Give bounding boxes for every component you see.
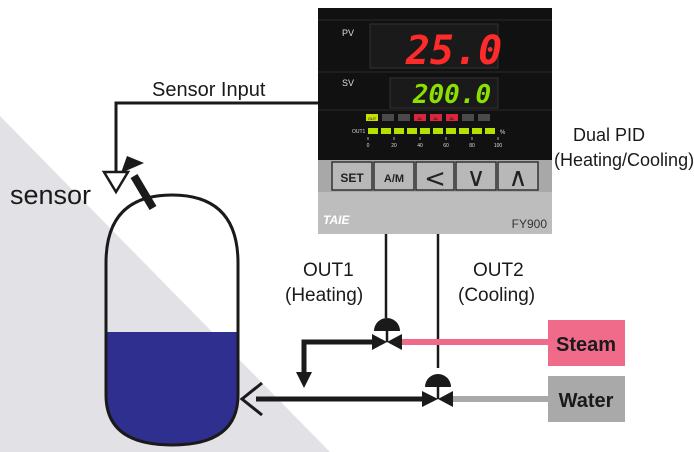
tank: [104, 193, 240, 447]
auto-manual-button[interactable]: A/M: [373, 161, 415, 191]
water-source-box: [548, 376, 625, 422]
down-button[interactable]: ∨: [455, 161, 497, 193]
brand-logo: TAIE: [323, 213, 350, 227]
scale-tick-label: 20: [391, 143, 397, 149]
tank-liquid: [106, 332, 238, 445]
steam-label: Steam: [556, 334, 616, 356]
sv-value: 200.0: [412, 80, 491, 110]
steam-source-box: [548, 320, 625, 366]
indicator-lamp-label: OUT: [368, 116, 377, 121]
model-label: FY900: [512, 217, 548, 231]
out2-label: OUT2: [473, 260, 524, 281]
dual-pid-label: Dual PID: [573, 125, 645, 145]
out2-sublabel: (Cooling): [458, 285, 535, 306]
out1-sublabel: (Heating): [285, 285, 363, 306]
pv-display: [369, 23, 499, 69]
scale-tick-label: 0: [367, 143, 370, 149]
sensor-label: sensor: [10, 180, 91, 210]
tank-outline: [104, 193, 240, 447]
down-arrow-icon: ∨: [466, 163, 485, 193]
indicator-lamp: [382, 114, 394, 121]
steam-valve: [372, 318, 402, 350]
bargraph-segment: [459, 128, 469, 134]
out1-bargraph: [368, 128, 495, 134]
inlet-arrowhead: [239, 381, 263, 417]
bargraph-segment: [407, 128, 417, 134]
bargraph-segment: [446, 128, 456, 134]
scale-tick-label: 60: [443, 143, 449, 149]
pv-value: 25.0: [405, 28, 502, 74]
auto-manual-button-label: A/M: [384, 173, 404, 185]
indicator-lamp-label: AL: [434, 116, 440, 121]
bargraph-segment: [381, 128, 391, 134]
bargraph-segment: [433, 128, 443, 134]
sv-display: [389, 77, 499, 109]
sensor-signal-arrowhead: [101, 170, 131, 195]
pv-label: PV: [342, 28, 354, 38]
out1-label: OUT1: [303, 260, 354, 281]
indicator-lamp-label: AL: [418, 116, 424, 121]
dual-pid-sublabel: (Heating/Cooling): [554, 150, 694, 170]
indicator-lamp: [446, 114, 458, 121]
indicator-lamp: [478, 114, 490, 121]
heating-outlet-pipe: [301, 339, 372, 374]
water-label: Water: [559, 390, 614, 412]
indicator-lamps: OUT AL AL AL: [366, 114, 490, 121]
indicator-lamp: [366, 114, 378, 121]
sensor-signal-line: [114, 101, 318, 175]
heating-outlet-arrowhead: [296, 372, 312, 388]
sensor-probe-tip: [121, 156, 144, 173]
indicator-lamp: [414, 114, 426, 121]
bargraph-segment: [472, 128, 482, 134]
scale-tick-label: 40: [417, 143, 423, 149]
bargraph-segment: [394, 128, 404, 134]
sv-label: SV: [342, 78, 354, 88]
bargraph-segment: [368, 128, 378, 134]
indicator-lamp-label: AL: [450, 116, 456, 121]
indicator-lamp: [462, 114, 474, 121]
background-wedge: [0, 116, 330, 452]
indicator-lamp: [430, 114, 442, 121]
left-arrow-icon: <: [424, 164, 446, 194]
up-button[interactable]: ∧: [497, 161, 539, 193]
pid-controller: PV 25.0 SV 200.0 OUT AL AL AL OUT1 % 0 20 40 6…: [318, 8, 552, 234]
sensor-input-label: Sensor Input: [152, 79, 266, 101]
bargraph-segment: [485, 128, 495, 134]
set-button[interactable]: SET: [331, 161, 373, 191]
scale-tick-label: 100: [494, 143, 503, 149]
bargraph-segment: [420, 128, 430, 134]
water-valve: [422, 374, 453, 407]
out1-scale: 0 20 40 60 80 100: [367, 137, 503, 149]
up-arrow-icon: ∧: [508, 163, 527, 193]
out1-bar-label: OUT1: [352, 129, 366, 135]
indicator-lamp: [398, 114, 410, 121]
scale-tick-label: 80: [469, 143, 475, 149]
left-button[interactable]: <: [415, 161, 455, 194]
set-button-label: SET: [340, 171, 364, 185]
sensor-probe: [130, 173, 157, 211]
out1-percent-symbol: %: [500, 130, 506, 136]
